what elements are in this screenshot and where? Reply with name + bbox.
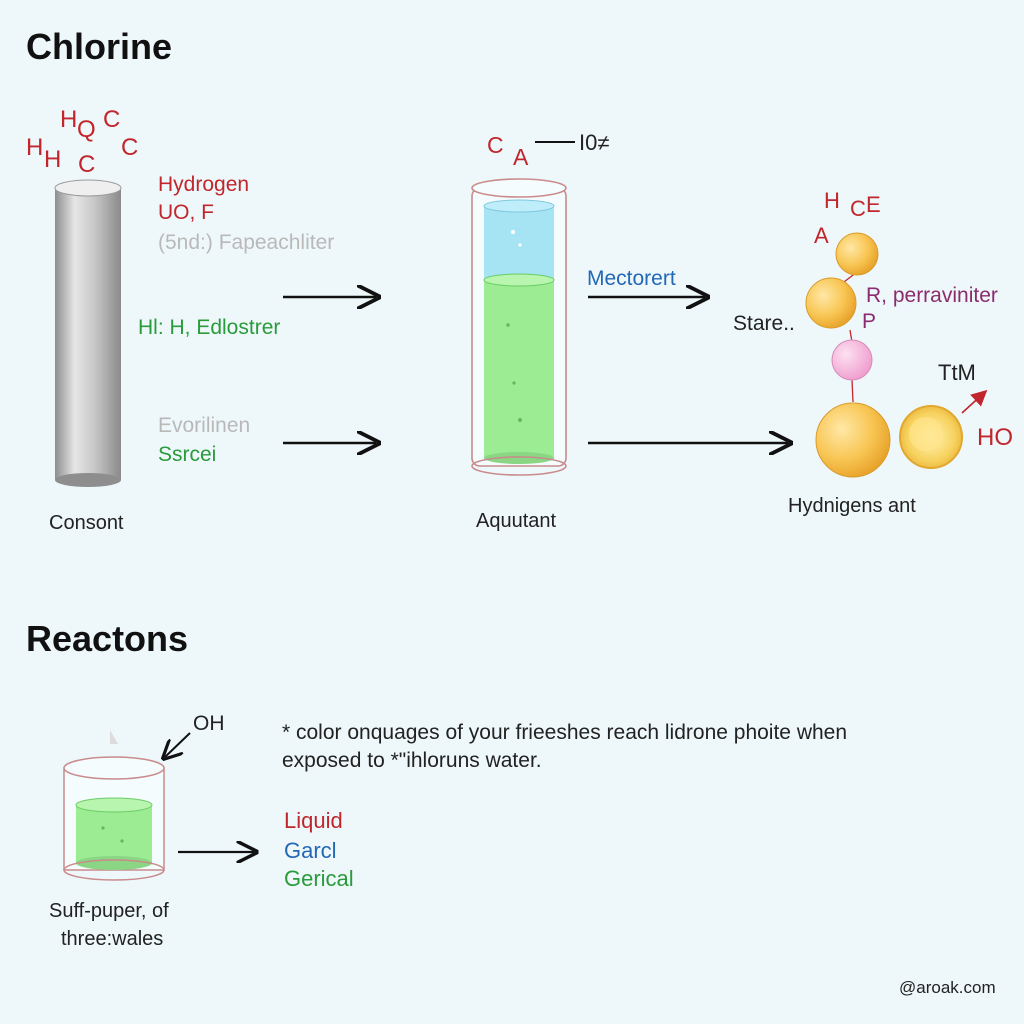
- watermark: @aroak.com: [899, 978, 996, 997]
- label-p: P: [862, 310, 877, 333]
- arrow-oh: [165, 732, 191, 757]
- formula-q: Q: [77, 116, 96, 143]
- state-gerical: Gerical: [284, 866, 354, 891]
- label-ttm: TtM: [938, 360, 976, 385]
- formula-h3: H: [44, 146, 62, 173]
- caption-aquutant: Aquutant: [476, 510, 557, 532]
- state-liquid: Liquid: [284, 808, 343, 833]
- label-uof: UO, F: [158, 201, 214, 224]
- label-stare: Stare..: [733, 312, 795, 335]
- label-mectorert: Mectorert: [587, 267, 676, 290]
- title-reactions: Reactons: [26, 618, 189, 659]
- beaker-top-c: C: [487, 132, 504, 158]
- reaction-description-line1: * color onquages of your frieeshes reach…: [282, 721, 848, 744]
- caption-consont: Consont: [49, 512, 124, 534]
- caption-three-wales: three:wales: [61, 928, 164, 950]
- grey-cylinder: [54, 179, 122, 487]
- label-ho: HO: [977, 424, 1013, 451]
- label-ssrcei: Ssrcei: [158, 443, 217, 466]
- label-hl-edlostrer: Hl: H, Edlostrer: [138, 316, 281, 339]
- molecule-a: A: [814, 223, 829, 248]
- formula-c1: C: [103, 106, 121, 133]
- label-perraviniter: R, perraviniter: [866, 284, 998, 307]
- label-fapeachliter: (5nd:) Fapeachliter: [158, 231, 335, 254]
- molecule-e: E: [866, 192, 881, 217]
- reaction-description-line2: exposed to *"ihloruns water.: [282, 749, 542, 772]
- molecule-h: H: [824, 188, 840, 213]
- molecule-chain: [805, 232, 988, 478]
- title-chlorine: Chlorine: [26, 26, 173, 67]
- label-oh: OH: [193, 712, 225, 735]
- beaker-top-io: I0≠: [579, 130, 610, 155]
- molecule-c: C: [850, 196, 866, 221]
- formula-c3: C: [121, 134, 139, 161]
- formula-c2: C: [78, 151, 96, 178]
- caption-hydnigens: Hydnigens ant: [788, 495, 916, 517]
- test-beaker: [471, 178, 567, 476]
- formula-h1: H: [60, 106, 78, 133]
- label-evorilinen: Evorilinen: [158, 414, 251, 437]
- formula-h2: H: [26, 134, 44, 161]
- small-beaker: [63, 730, 165, 881]
- label-hydrogen: Hydrogen: [158, 173, 250, 196]
- beaker-top-a: A: [513, 144, 529, 170]
- state-garcl: Garcl: [284, 838, 337, 863]
- caption-suff-puper: Suff-puper, of: [49, 900, 169, 922]
